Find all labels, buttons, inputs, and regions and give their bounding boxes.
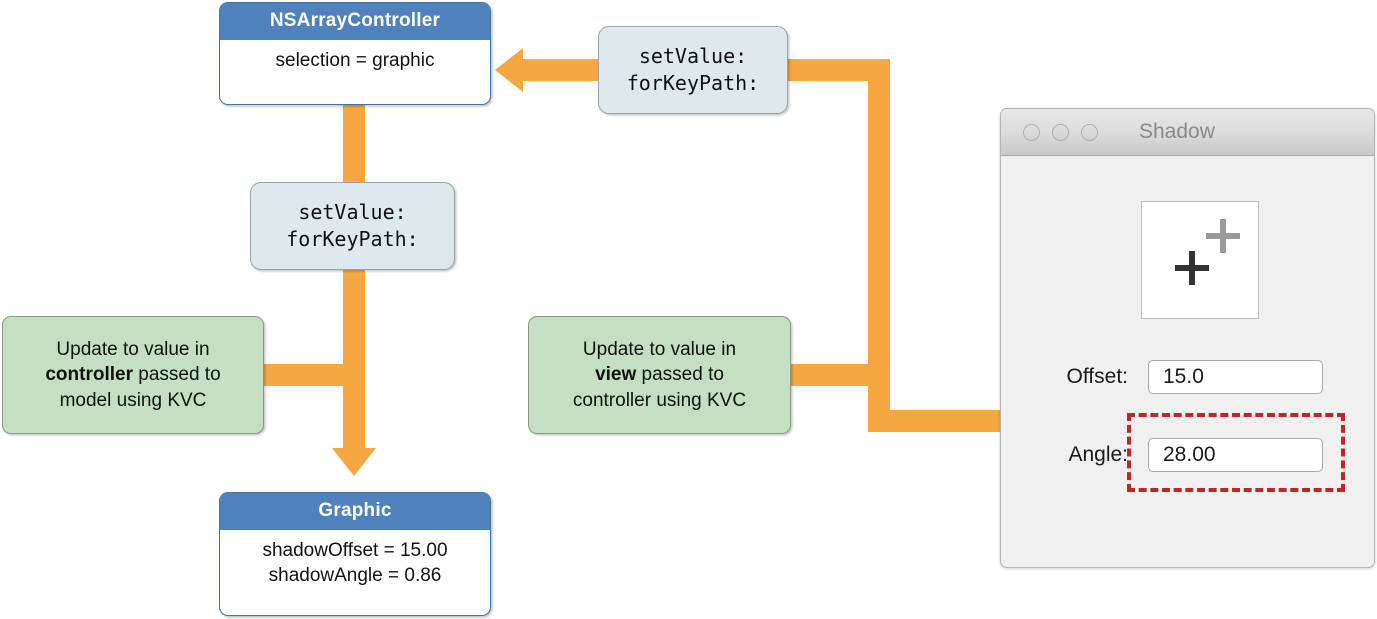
note-view-line-1: Update to value in [582, 339, 737, 361]
graphic-property-shadowoffset: shadowOffset = 15.00 [262, 540, 448, 561]
note-controller-line-1: Update to value in [56, 339, 210, 361]
minimize-button[interactable] [1052, 123, 1069, 141]
nsarraycontroller-body: selection = graphic [220, 40, 490, 85]
offset-input[interactable]: 15.0 [1148, 360, 1323, 394]
note-view-emphasis: view [595, 364, 637, 386]
note-controller-to-model: Update to value in controller passed to … [2, 316, 264, 434]
arrow-down-to-graphic [332, 448, 376, 476]
zoom-button[interactable] [1081, 123, 1098, 141]
nsarraycontroller-box: NSArrayController selection = graphic [219, 2, 491, 105]
angle-input[interactable]: 28.00 [1148, 438, 1323, 472]
shadow-window: Shadow [1000, 108, 1375, 568]
close-button[interactable] [1023, 123, 1040, 141]
note-controller-line-2: controller passed to [45, 362, 220, 387]
graphic-property-shadowangle: shadowAngle = 0.86 [268, 564, 442, 586]
shadow-preview-canvas[interactable] [1141, 201, 1259, 319]
message-top-line-1: setValue: [638, 44, 748, 69]
note-view-line-3: controller using KVC [572, 389, 747, 411]
angle-highlight-outline [1127, 413, 1345, 492]
angle-label: Angle: [1068, 443, 1128, 466]
connector-left-vertical [343, 104, 365, 448]
message-top-line-2: forKeyPath: [626, 71, 760, 95]
graphic-box: Graphic shadowOffset = 15.00 shadowAngle… [219, 492, 491, 616]
connector-top-arrow-shaft [523, 59, 603, 81]
note-controller-emphasis: controller [45, 364, 133, 386]
message-left-line-1: setValue: [298, 200, 407, 225]
note-controller-line-2-rest: passed to [132, 364, 221, 386]
note-controller-line-3: model using KVC [59, 389, 207, 411]
connector-right-vertical [868, 59, 890, 432]
note-view-to-controller: Update to value in view passed to contro… [528, 316, 791, 434]
offset-field-row: Offset: 15.0 [1036, 360, 1362, 394]
note-view-line-2-rest: passed to [636, 364, 724, 386]
graphic-header: Graphic [220, 493, 490, 530]
graphic-body: shadowOffset = 15.00 shadowAngle = 0.86 [220, 530, 490, 600]
note-view-line-2: view passed to [595, 362, 724, 387]
plus-marker-shadow [1206, 219, 1240, 253]
connector-view-note-to-trunk [790, 364, 874, 386]
connector-top-horizontal [786, 59, 890, 81]
angle-field-row: Angle: 28.00 [1036, 438, 1362, 472]
arrow-left-to-controller [495, 48, 523, 92]
message-box-setvalue-left: setValue: forKeyPath: [250, 182, 455, 270]
window-title: Shadow [1139, 120, 1215, 143]
plus-marker-main [1175, 251, 1209, 285]
connector-controller-note-to-trunk [262, 364, 348, 386]
nsarraycontroller-header: NSArrayController [220, 3, 490, 40]
window-titlebar[interactable]: Shadow [1001, 109, 1374, 156]
message-left-line-2: forKeyPath: [286, 227, 419, 251]
message-box-setvalue-top: setValue: forKeyPath: [598, 26, 788, 114]
offset-label: Offset: [1066, 365, 1128, 388]
